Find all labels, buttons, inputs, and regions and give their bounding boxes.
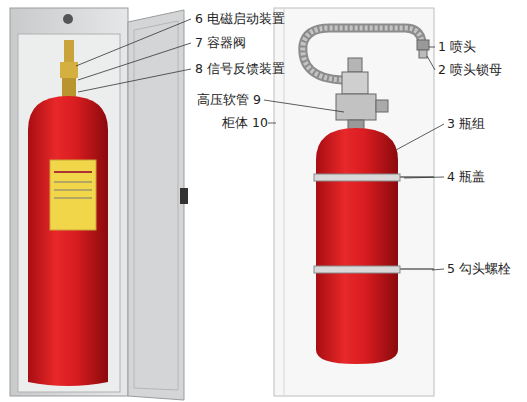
part-label: 7 容器阀 [195,35,246,50]
leader-lines [76,19,444,270]
part-label: 2 喷头锁母 [438,62,502,77]
part-label: 8 信号反馈装置 [195,61,285,76]
part-label: 高压软管 9 [197,92,261,107]
cabinet-schematic [274,8,434,396]
part-label: 1 喷头 [438,39,476,54]
part-label: 3 瓶组 [447,116,485,131]
part-label: 5 勾头螺栓 [447,261,511,276]
part-label: 6 电磁启动装置 [195,11,285,26]
part-label: 柜体 10 [222,115,268,130]
part-label: 4 瓶盖 [447,169,485,184]
cabinet-photo [10,8,188,400]
